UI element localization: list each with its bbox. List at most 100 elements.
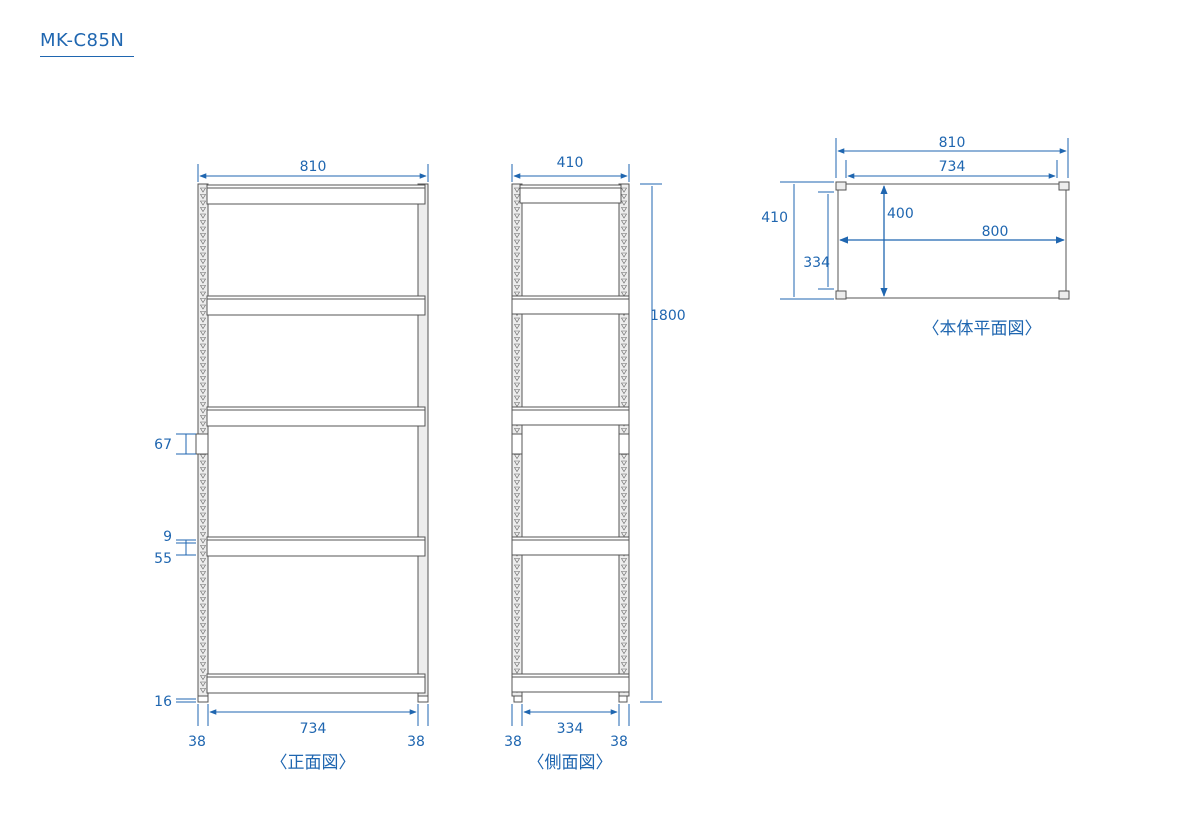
front-left-post-label: 38 [188,734,206,750]
front-foot-label: 16 [154,694,172,710]
post-hole [199,356,207,362]
front-joint-label: 67 [154,437,172,453]
post-hole [620,350,628,356]
post-hole [620,597,628,603]
post-hole [620,460,628,466]
post-hole [513,265,521,271]
post-hole [620,603,628,609]
post-hole [513,577,521,583]
post-hole [199,532,207,538]
post-hole [620,480,628,486]
post-hole [513,194,521,200]
post-hole [513,532,521,538]
front-shelf [206,536,426,557]
post-hole [620,506,628,512]
post-hole [620,343,628,349]
post-hole [620,584,628,590]
post-hole [620,512,628,518]
front-right-post [417,183,429,697]
post-hole [199,389,207,395]
front-left-foot [197,695,209,703]
post-hole [199,623,207,629]
post-hole [513,382,521,388]
post-hole [199,564,207,570]
plan-corner-post [1058,290,1070,300]
side-height-label: 1800 [650,308,686,324]
plan-corner-post [1058,181,1070,191]
post-hole [199,460,207,466]
side-view-caption: 〈側面図〉 [528,753,613,773]
post-hole [513,460,521,466]
post-hole [620,616,628,622]
post-hole [620,499,628,505]
front-shelf [206,406,426,427]
post-hole [620,395,628,401]
post-hole [513,616,521,622]
post-hole [513,480,521,486]
post-hole [513,597,521,603]
post-hole [620,317,628,323]
post-hole [199,239,207,245]
post-hole [620,239,628,245]
post-hole [199,213,207,219]
post-hole [513,272,521,278]
side-shelf [519,184,622,204]
plan-outer-depth-label: 410 [761,210,788,226]
post-hole [199,473,207,479]
post-hole [513,324,521,330]
post-hole [620,324,628,330]
post-hole [199,571,207,577]
post-hole [199,642,207,648]
post-hole [513,220,521,226]
post-hole [199,207,207,213]
post-hole [513,402,521,408]
post-hole [620,558,628,564]
post-hole [620,369,628,375]
plan-width-label: 800 [982,224,1009,240]
post-hole [620,662,628,668]
post-hole [513,246,521,252]
post-hole [199,330,207,336]
post-hole [620,389,628,395]
post-hole [513,369,521,375]
post-hole [620,486,628,492]
post-hole [199,402,207,408]
front-shelf [206,184,426,205]
post-hole [513,278,521,284]
post-hole [620,525,628,531]
post-hole [620,590,628,596]
post-hole [620,285,628,291]
post-hole [620,259,628,265]
front-right-foot [417,695,429,703]
post-hole [620,233,628,239]
post-hole [513,629,521,635]
model-title: MK-C85N [40,30,125,51]
post-hole [513,467,521,473]
post-hole [620,623,628,629]
post-hole [513,200,521,206]
post-hole [513,610,521,616]
post-hole [199,304,207,310]
post-hole [513,493,521,499]
side-shelf [511,295,630,315]
post-hole [620,668,628,674]
front-shelf [206,295,426,316]
front-shelf-height-label: 55 [154,551,172,567]
post-hole [199,616,207,622]
post-hole [199,187,207,193]
post-hole [513,343,521,349]
side-right-foot [618,695,628,703]
post-hole [199,499,207,505]
post-hole [199,291,207,297]
post-hole [513,226,521,232]
post-hole [513,285,521,291]
post-hole [513,506,521,512]
post-hole [199,610,207,616]
plan-outer-width-label: 810 [939,135,966,151]
post-hole [199,558,207,564]
post-hole [620,571,628,577]
side-depth-label: 410 [557,155,584,171]
post-hole [199,519,207,525]
post-hole [620,220,628,226]
